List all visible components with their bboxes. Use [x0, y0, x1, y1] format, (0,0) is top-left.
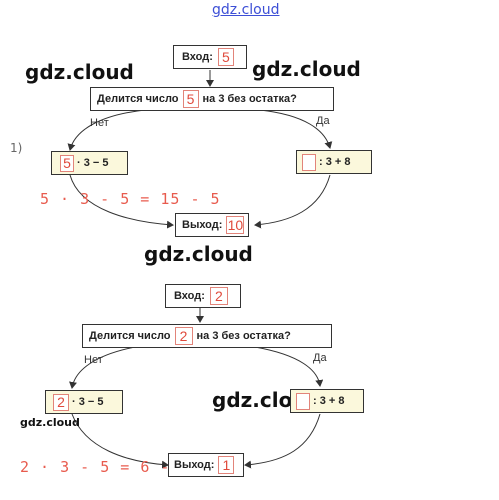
d1-left-box: 5 · 3 − 5: [51, 151, 128, 175]
d2-no-curve: [69, 346, 136, 389]
d1-left-cell: 5: [60, 154, 74, 172]
d2-condition-suffix: на 3 без остатка?: [196, 330, 291, 342]
d1-right-op: : 3 + 8: [319, 156, 351, 168]
d2-condition-box: Делится число 2 на 3 без остатка?: [82, 324, 332, 348]
d1-right-return: [254, 174, 331, 229]
d2-yes-label: Да: [313, 352, 327, 364]
d1-output-box: Выход: 10: [175, 213, 249, 237]
watermark-c: gdz.cloud: [144, 242, 253, 266]
d1-input-cell: 5: [217, 48, 234, 66]
d1-condition-box: Делится число 5 на 3 без остатка?: [90, 87, 334, 111]
d2-right-op: : 3 + 8: [313, 395, 345, 407]
d2-input-box: Вход: 2: [165, 284, 241, 308]
d1-left-return: [69, 174, 174, 229]
d2-output-label: Выход:: [174, 459, 215, 471]
d2-input-cell: 2: [209, 287, 228, 305]
d2-left-op: · 3 − 5: [72, 396, 104, 408]
d2-right-box: : 3 + 8: [290, 389, 364, 413]
d1-no-label: Нет: [90, 117, 109, 129]
d2-left-cell: 2: [53, 393, 69, 411]
d2-input-label: Вход:: [174, 290, 205, 302]
d2-right-return: [244, 413, 321, 469]
d2-no-label: Нет: [84, 354, 103, 366]
d1-no-curve: [67, 109, 146, 151]
d1-yes-curve: [259, 109, 333, 149]
watermark-top: gdz.cloud: [212, 2, 280, 18]
d1-right-box: : 3 + 8: [296, 150, 372, 174]
d1-input-label: Вход:: [182, 51, 213, 63]
d1-left-op: · 3 − 5: [77, 157, 109, 169]
watermark-b: gdz.cloud: [252, 57, 361, 81]
d1-condition-cell: 5: [182, 90, 199, 108]
d2-condition-cell: 2: [174, 327, 193, 345]
d1-solution: 5 · 3 - 5 = 15 - 5: [40, 190, 221, 208]
d2-right-cell: [296, 392, 310, 410]
d2-condition-prefix: Делится число: [89, 330, 171, 342]
d1-yes-label: Да: [316, 115, 330, 127]
watermark-a: gdz.cloud: [25, 60, 134, 84]
d1-input-box: Вход: 5: [173, 45, 247, 69]
d1-condition-suffix: на 3 без остатка?: [202, 93, 297, 105]
d2-left-box: 2 · 3 − 5: [45, 390, 123, 414]
d1-output-label: Выход:: [182, 219, 223, 231]
d2-left-return: [71, 413, 169, 469]
d1-right-cell: [302, 153, 316, 171]
d2-output-box: Выход: 1: [168, 453, 244, 477]
d2-yes-curve: [254, 346, 324, 387]
d2-output-cell: 1: [218, 456, 235, 474]
d1-output-cell: 10: [226, 216, 245, 234]
d2-solution: 2 · 3 - 5 = 6 - 5: [20, 458, 191, 476]
watermark-e: gdz.cloud: [20, 416, 80, 429]
task-number: 1): [10, 141, 23, 155]
d1-condition-prefix: Делится число: [97, 93, 179, 105]
